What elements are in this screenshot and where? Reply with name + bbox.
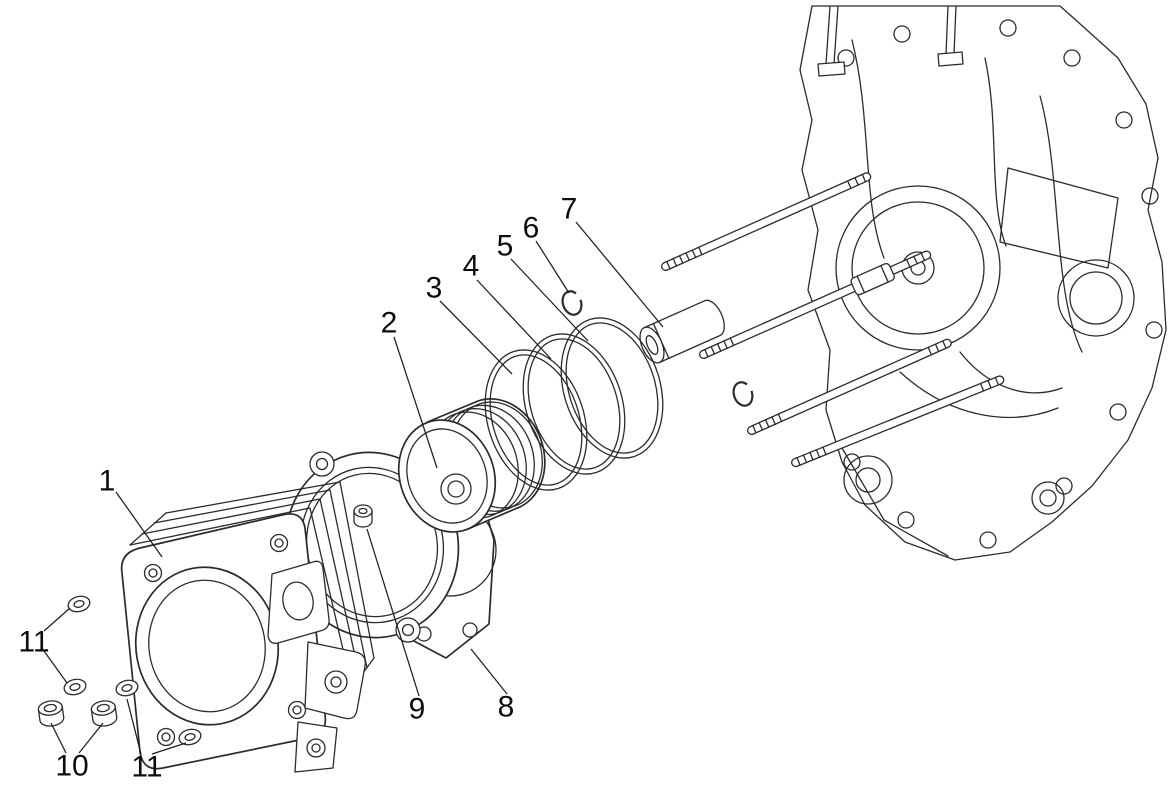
washer-part bbox=[178, 728, 202, 746]
stud-bolt bbox=[791, 375, 1005, 468]
callout-label-11b: 11 bbox=[131, 751, 162, 784]
cylinder-part bbox=[120, 481, 375, 773]
wrist-pin-part bbox=[639, 299, 725, 364]
callout-label-1: 1 bbox=[99, 465, 116, 498]
piston-part bbox=[397, 398, 546, 533]
callout-label-11a: 11 bbox=[18, 626, 49, 659]
callout-label-6: 6 bbox=[523, 212, 540, 245]
leader-line bbox=[78, 722, 104, 754]
circlip-part bbox=[732, 381, 754, 407]
leader-line bbox=[50, 722, 67, 754]
callout-label-7: 7 bbox=[561, 193, 578, 226]
leader-line bbox=[439, 300, 513, 375]
callout-labels: 1 2 3 4 5 6 7 8 9 10 11 11 bbox=[18, 193, 577, 784]
leader-line bbox=[575, 221, 664, 328]
nut-part bbox=[90, 700, 118, 727]
piston-ring-top bbox=[484, 349, 588, 491]
callout-label-8: 8 bbox=[498, 691, 515, 724]
washer-part bbox=[67, 595, 91, 613]
leader-line bbox=[115, 491, 163, 558]
washer-part bbox=[115, 679, 139, 697]
leader-line bbox=[366, 528, 420, 697]
piston-ring-middle bbox=[522, 333, 626, 475]
callout-label-5: 5 bbox=[497, 230, 514, 263]
leader-line bbox=[43, 650, 68, 684]
mounting-foot bbox=[294, 721, 338, 773]
callout-label-10: 10 bbox=[55, 750, 88, 783]
cam-chain-tunnel bbox=[267, 560, 330, 644]
callout-label-4: 4 bbox=[463, 250, 480, 283]
dowel-pin-part bbox=[353, 504, 373, 528]
circlip-part bbox=[561, 290, 583, 316]
stud-bolt bbox=[747, 338, 952, 436]
leader-line bbox=[393, 336, 438, 469]
washer-part bbox=[63, 678, 87, 696]
callout-label-2: 2 bbox=[381, 307, 398, 340]
piston-ring-oil bbox=[560, 317, 664, 459]
leader-line bbox=[470, 648, 508, 695]
leader-line bbox=[151, 742, 187, 755]
stud-bolt bbox=[661, 172, 872, 272]
leader-line bbox=[43, 607, 71, 632]
leader-line bbox=[126, 698, 142, 755]
leader-lines bbox=[43, 221, 664, 755]
mounting-ear bbox=[304, 641, 366, 720]
leader-line bbox=[476, 279, 552, 360]
leader-line bbox=[535, 240, 570, 294]
stud-bolt bbox=[699, 250, 932, 360]
callout-label-3: 3 bbox=[426, 272, 443, 305]
leader-line bbox=[510, 258, 589, 342]
piston-pin-bore bbox=[440, 473, 472, 505]
callout-label-9: 9 bbox=[409, 693, 426, 726]
